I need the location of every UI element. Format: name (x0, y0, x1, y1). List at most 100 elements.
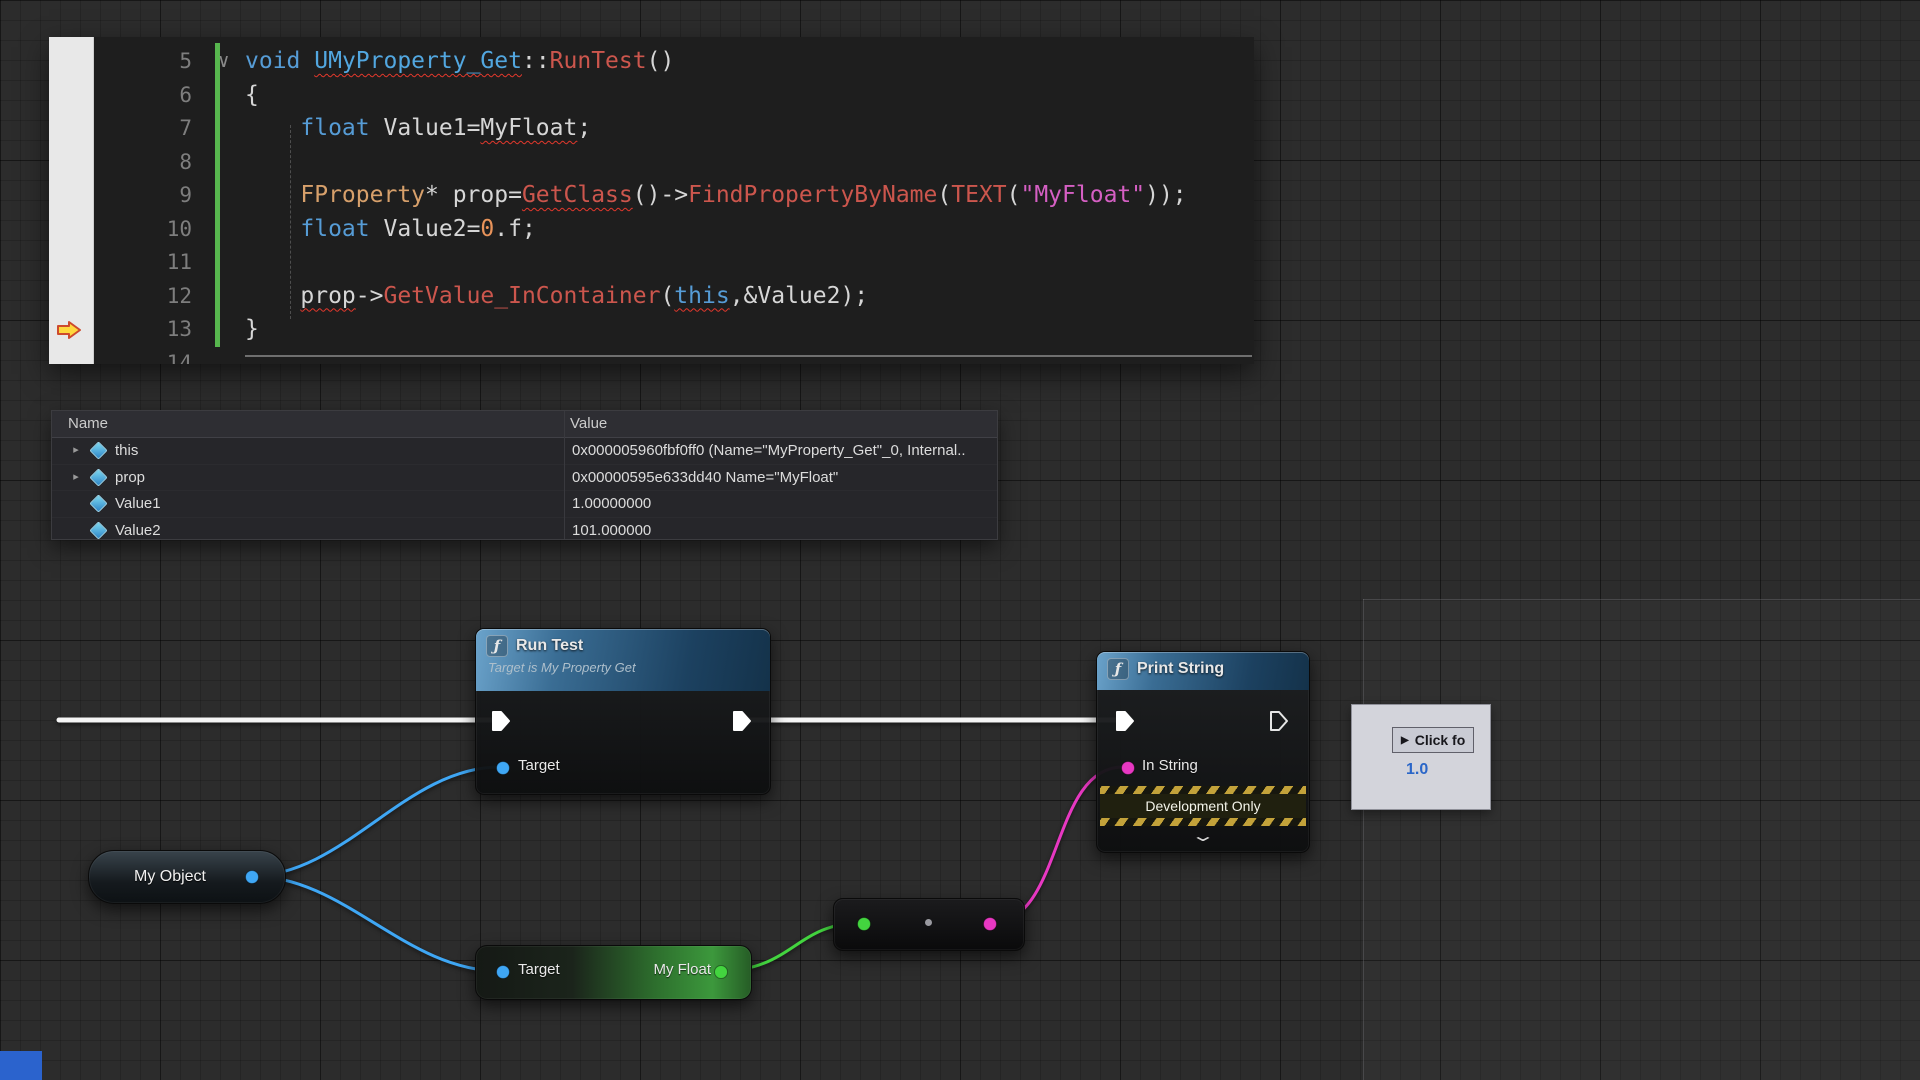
panel-divider-horizontal (1363, 599, 1920, 600)
code-token: * prop= (425, 182, 522, 208)
taskbar-corner[interactable] (0, 1051, 42, 1080)
node-print-string[interactable]: ƒ Print String In String Development Onl… (1096, 651, 1310, 853)
line-number: 9 (179, 183, 192, 207)
node-get-my-float[interactable]: Target My Float (475, 945, 752, 1000)
code-token: ( (660, 282, 675, 309)
line-number: 7 (179, 116, 192, 140)
my-float-out-pin-icon[interactable] (713, 964, 729, 980)
node-print-string-header[interactable]: ƒ Print String (1097, 652, 1309, 690)
conversion-dot-icon (925, 919, 932, 926)
fold-chevron-icon[interactable]: ∨ (218, 50, 230, 72)
node-my-object[interactable]: My Object (88, 850, 286, 904)
node-run-test-header[interactable]: ƒ Run Test Target is My Property Get (476, 629, 770, 691)
column-header-value[interactable]: Value (570, 415, 608, 432)
conversion-in-pin-icon[interactable] (856, 916, 872, 932)
target-pin-label: Target (518, 757, 560, 774)
execution-pointer-icon (57, 321, 81, 339)
function-icon: ƒ (486, 635, 508, 657)
hazard-stripe-bottom (1100, 818, 1306, 826)
in-string-pin-label: In String (1142, 757, 1198, 774)
my-object-out-pin-icon[interactable] (244, 869, 260, 885)
code-token: RunTest (549, 48, 647, 74)
in-string-pin-icon[interactable] (1120, 760, 1136, 776)
debug-tooltip-chip[interactable]: ▶ Click fo (1392, 727, 1475, 753)
code-token: void (245, 48, 315, 74)
code-token (245, 182, 300, 208)
code-token: FindPropertyByName (688, 182, 938, 208)
expand-arrow-icon[interactable]: ▸ (73, 444, 79, 456)
hazard-stripe-top (1100, 786, 1306, 794)
code-token: "MyFloat" (1020, 182, 1146, 208)
expand-node-chevron-icon[interactable]: ⌄ (1190, 828, 1216, 845)
code-token: ( (937, 182, 952, 208)
breakpoint-gutter[interactable] (49, 37, 94, 364)
code-token: ; (577, 115, 592, 141)
target-pin-icon[interactable] (495, 964, 511, 980)
code-token: { (245, 81, 259, 108)
node-run-test[interactable]: ƒ Run Test Target is My Property Get Tar… (475, 628, 771, 795)
code-line[interactable]: float Value2=0.f; (245, 213, 1187, 247)
play-icon: ▶ (1401, 734, 1409, 746)
code-token: Value2= (369, 215, 481, 242)
conversion-out-pin-icon[interactable] (982, 916, 998, 932)
development-only-label: Development Only (1100, 794, 1306, 818)
wire-myobject-to-runtest[interactable] (249, 765, 502, 878)
code-line[interactable]: prop->GetValue_InContainer(this,&Value2)… (245, 280, 1187, 314)
watch-name-cell: ▸prop (52, 465, 564, 491)
change-bar (215, 43, 220, 347)
code-token: TEXT (951, 182, 1007, 208)
code-token: UMyProperty_Get (314, 48, 522, 74)
exec-out-pin-icon[interactable] (1268, 710, 1290, 732)
column-header-name[interactable]: Name (68, 415, 109, 432)
code-token: } (245, 316, 259, 342)
code-line[interactable]: FProperty* prop=GetClass()->FindProperty… (245, 179, 1186, 213)
code-token (245, 115, 300, 141)
code-line[interactable]: float Value1=MyFloat; (245, 112, 1187, 146)
debug-value-tooltip: ▶ Click fo 1.0 (1351, 704, 1491, 810)
code-token: GetValue_InContainer (383, 282, 661, 309)
wire-myobject-to-getter[interactable] (249, 874, 502, 973)
exec-in-pin-icon[interactable] (490, 710, 512, 732)
code-token: Value1= (369, 115, 481, 141)
variable-node-label: My Object (133, 868, 206, 885)
node-title: Run Test (516, 637, 584, 654)
node-subtitle: Target is My Property Get (488, 660, 636, 675)
function-icon: ƒ (1107, 658, 1129, 680)
target-pin-icon[interactable] (495, 760, 511, 776)
code-token: prop (300, 282, 356, 309)
code-line[interactable]: ∨void UMyProperty_Get::RunTest() (218, 45, 1187, 79)
variable-icon (89, 494, 108, 513)
exec-out-pin-icon[interactable] (731, 710, 753, 732)
code-line[interactable] (245, 246, 1187, 280)
variable-icon (89, 441, 108, 460)
watch-header: Name Value (52, 411, 997, 438)
code-token: FProperty (300, 182, 426, 208)
exec-in-pin-icon[interactable] (1114, 710, 1136, 732)
node-float-to-string-conversion[interactable] (833, 898, 1025, 951)
code-line[interactable]: { (245, 79, 1187, 113)
variable-icon (89, 521, 108, 539)
target-pin-label: Target (518, 961, 560, 978)
variable-name: Value1 (115, 495, 161, 512)
horizontal-scrollbar[interactable] (245, 355, 1252, 357)
code-lines[interactable]: ∨void UMyProperty_Get::RunTest(){ float … (218, 45, 1187, 364)
panel-divider-vertical (1363, 599, 1364, 1080)
watch-name-cell: ▸this (52, 438, 564, 464)
code-line[interactable] (245, 146, 1187, 180)
column-divider[interactable] (564, 411, 565, 539)
expand-arrow-icon[interactable]: ▸ (73, 470, 79, 483)
code-token (245, 283, 300, 309)
code-token: ()-> (632, 182, 689, 208)
code-token: ,&Value2); (729, 282, 869, 309)
code-line[interactable]: } (245, 313, 1187, 347)
line-number: 10 (166, 216, 192, 241)
line-number: 14 (166, 350, 192, 365)
